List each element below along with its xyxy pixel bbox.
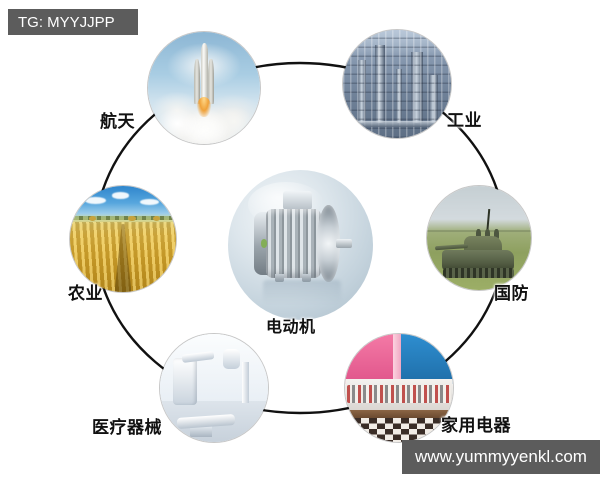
node-appliances[interactable] [345,334,453,442]
node-label-aerospace: 航天 [100,112,135,131]
rocket-launch-icon [148,32,260,144]
node-label-defense: 国防 [494,284,529,303]
node-label-appliances: 家用电器 [441,416,511,435]
watermark-bottom-right: www.yummyyenkl.com [402,440,600,474]
center-node-label: 电动机 [266,319,316,336]
node-label-medical: 医疗器械 [92,418,162,437]
laundromat-icon [345,334,453,442]
electric-motor-icon [254,191,352,283]
medical-imaging-icon [160,334,268,442]
center-node-motor[interactable] [228,170,373,320]
hub-reflection [262,279,342,304]
military-tank-icon [427,186,531,290]
node-label-industry: 工业 [447,111,482,130]
node-industry[interactable] [343,30,451,138]
watermark-top-left: TG: MYYJJPP [8,9,138,35]
node-aerospace[interactable] [148,32,260,144]
node-agriculture[interactable] [70,186,176,292]
industrial-plant-icon [343,30,451,138]
node-defense[interactable] [427,186,531,290]
node-medical[interactable] [160,334,268,442]
wheat-field-icon [70,186,176,292]
node-label-agriculture: 农业 [68,284,103,303]
